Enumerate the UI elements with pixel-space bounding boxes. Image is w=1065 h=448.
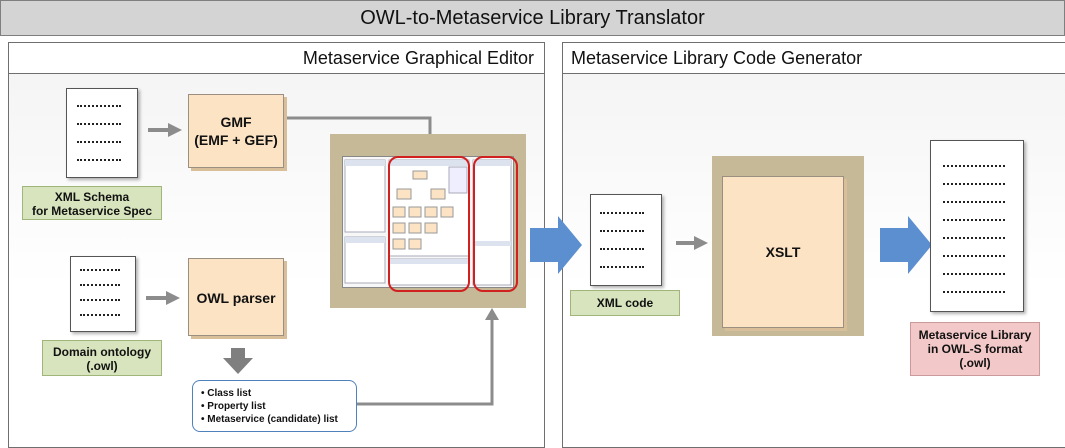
graphical-editor-title: Metaservice Graphical Editor	[8, 42, 545, 74]
extracted-lists-box: • Class list • Property list • Metaservi…	[192, 380, 357, 432]
gmf-box: GMF (EMF + GEF)	[188, 94, 284, 168]
list-item: • Metaservice (candidate) list	[201, 414, 338, 425]
output-library-label: Metaservice Library in OWL-S format (.ow…	[910, 322, 1040, 376]
editor-screenshot-frame	[330, 134, 526, 308]
output-library-document-icon	[930, 140, 1024, 312]
code-generator-title: Metaservice Library Code Generator	[562, 42, 1065, 74]
domain-ontology-document-icon	[70, 256, 136, 332]
owl-parser-box: OWL parser	[188, 258, 284, 336]
metaservice-view-highlight	[473, 156, 518, 292]
editor-screenshot	[342, 156, 514, 288]
xml-code-label: XML code	[570, 290, 680, 316]
editor-screenshot-graphic	[343, 157, 513, 287]
xml-schema-label: XML Schema for Metaservice Spec	[22, 186, 162, 220]
graphical-editor-highlight	[388, 156, 470, 292]
xslt-box: XSLT	[722, 176, 844, 328]
xml-code-document-icon	[590, 194, 662, 286]
list-item: • Property list	[201, 401, 266, 412]
main-title: OWL-to-Metaservice Library Translator	[0, 0, 1065, 36]
blue-arrow-icon	[530, 216, 582, 274]
blue-arrow-icon	[880, 216, 932, 274]
domain-ontology-label: Domain ontology (.owl)	[42, 340, 162, 376]
xml-schema-document-icon	[66, 88, 138, 178]
list-item: • Class list	[201, 388, 252, 399]
